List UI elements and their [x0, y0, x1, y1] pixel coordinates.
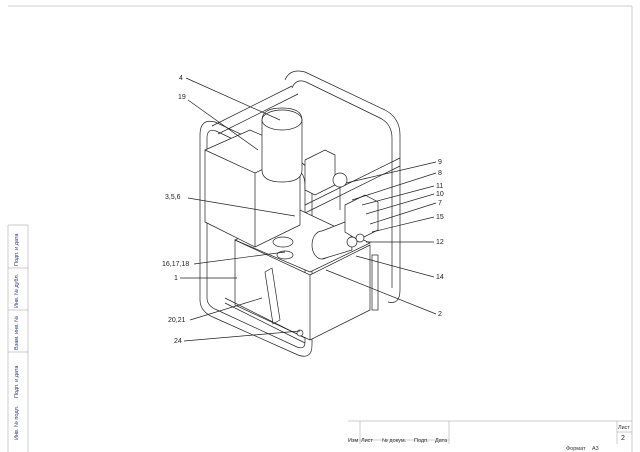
svg-text:19: 19 — [178, 94, 186, 101]
callout-7: 7 — [369, 200, 442, 225]
callout-24: 24 — [174, 330, 301, 345]
svg-text:11: 11 — [436, 183, 443, 190]
stamp-inv-dubl: Инв. № дубл. — [14, 273, 20, 308]
callout-10: 10 — [365, 191, 444, 215]
svg-text:20,21: 20,21 — [168, 317, 186, 324]
svg-text:9: 9 — [438, 159, 442, 166]
sheet-label: Лист — [618, 425, 630, 431]
callout-9: 9 — [345, 159, 442, 184]
svg-text:16,17,18: 16,17,18 — [162, 261, 189, 268]
callout-20-21: 20,21 — [168, 297, 263, 324]
stamp-podp-data-1: Подп. и дата — [14, 365, 20, 398]
callout-12: 12 — [366, 239, 444, 246]
svg-text:12: 12 — [436, 239, 444, 246]
callout-11: 11 — [361, 183, 443, 206]
callout-2: 2 — [325, 269, 442, 318]
svg-text:4: 4 — [179, 75, 183, 82]
hydraulic-unit-drawing — [199, 70, 401, 357]
format-value: А3 — [592, 446, 599, 452]
svg-text:24: 24 — [174, 338, 182, 345]
callout-19: 19 — [178, 94, 259, 151]
callouts: 4 19 9 8 11 10 7 15 12 14 2 3,5,6 16,17,… — [162, 75, 444, 345]
stamp-inv-podl: Инв. № подл. — [14, 405, 20, 440]
sheet-frame — [7, 5, 633, 452]
callout-1: 1 — [174, 275, 237, 282]
svg-text:14: 14 — [436, 274, 444, 281]
svg-text:15: 15 — [436, 214, 444, 221]
callout-8: 8 — [351, 170, 442, 201]
title-block: Изм Лист № докум. Подп. Дата Лист 2 Форм… — [348, 420, 632, 452]
col-podp: Подп. — [414, 438, 429, 444]
svg-text:7: 7 — [438, 200, 442, 207]
stamp-vzam-inv: Взам. инв. № — [14, 316, 20, 350]
col-doc: № докум. — [382, 438, 407, 444]
callout-15: 15 — [371, 214, 444, 233]
callout-4: 4 — [179, 75, 281, 121]
col-data: Дата — [435, 438, 448, 444]
callout-3-5-6: 3,5,6 — [165, 194, 296, 217]
svg-text:8: 8 — [438, 170, 442, 177]
callout-14: 14 — [355, 255, 444, 281]
svg-text:2: 2 — [438, 311, 442, 318]
sheet-number: 2 — [621, 435, 625, 442]
stamp-podp-data-2: Подп. и дата — [14, 233, 20, 266]
format-label: Формат — [566, 446, 586, 452]
side-stamp: Инв. № подл. Подп. и дата Взам. инв. № И… — [8, 224, 28, 440]
callout-16-17-18: 16,17,18 — [162, 251, 286, 268]
col-list: Лист — [361, 438, 373, 444]
svg-text:10: 10 — [436, 191, 444, 198]
col-izm: Изм — [348, 438, 358, 444]
svg-text:3,5,6: 3,5,6 — [165, 194, 181, 201]
svg-text:1: 1 — [174, 275, 178, 282]
